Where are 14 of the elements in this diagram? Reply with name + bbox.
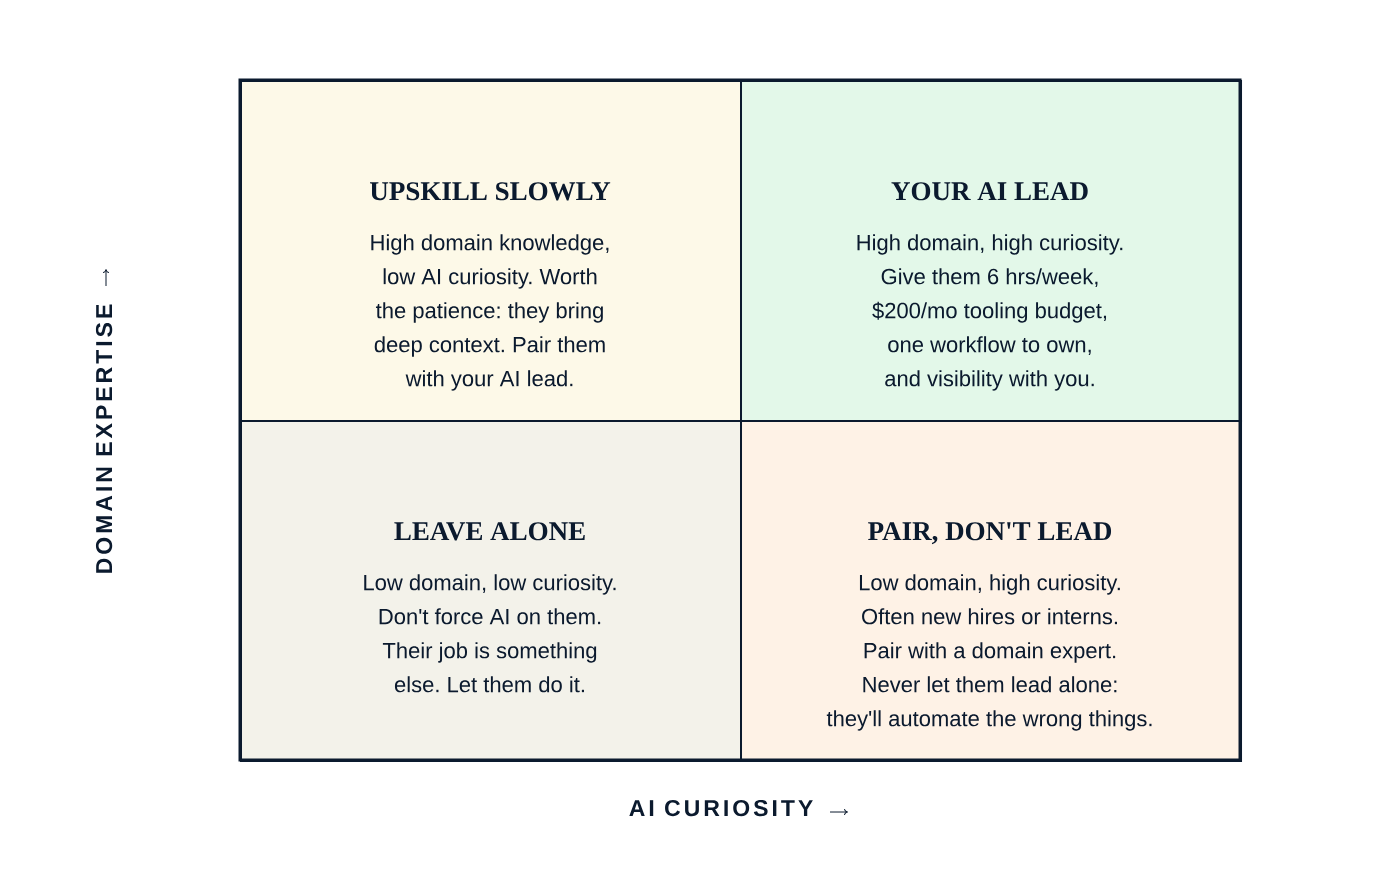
quadrant-box	[740, 420, 1242, 762]
heading: PAIR, DON'T LEAD	[868, 522, 1112, 545]
heading: UPSKILL SLOWLY	[370, 182, 611, 201]
body-text: High domain, high curiosity. Give them 6 hrs/week, $200/mo tooling budget, one workflow to own, and visibility with you.	[857, 234, 1123, 391]
body-text: Low domain, high curiosity. Often new hires or interns. Pair with a domain expert. Never let them lead alone: they'll automate the wrong things.	[826, 574, 1152, 731]
axis-label: AI CURIOSITY	[629, 799, 813, 817]
quadrant-box	[740, 80, 1242, 422]
body-text: Low domain, low curiosity. Don't force AI on them. Their job is something else. Let them do it.	[364, 574, 616, 693]
quadrant-box	[240, 80, 742, 422]
axis-label: DOMAIN EXPERTISE	[95, 304, 113, 573]
heading: LEAVE ALONE	[394, 522, 585, 541]
heading: YOUR AI LEAD	[891, 182, 1088, 201]
body-text: High domain knowledge, low AI curiosity. Worth the patience: they bring deep context. Pair them with your AI lead.	[371, 234, 609, 391]
quadrant-box	[240, 420, 742, 762]
